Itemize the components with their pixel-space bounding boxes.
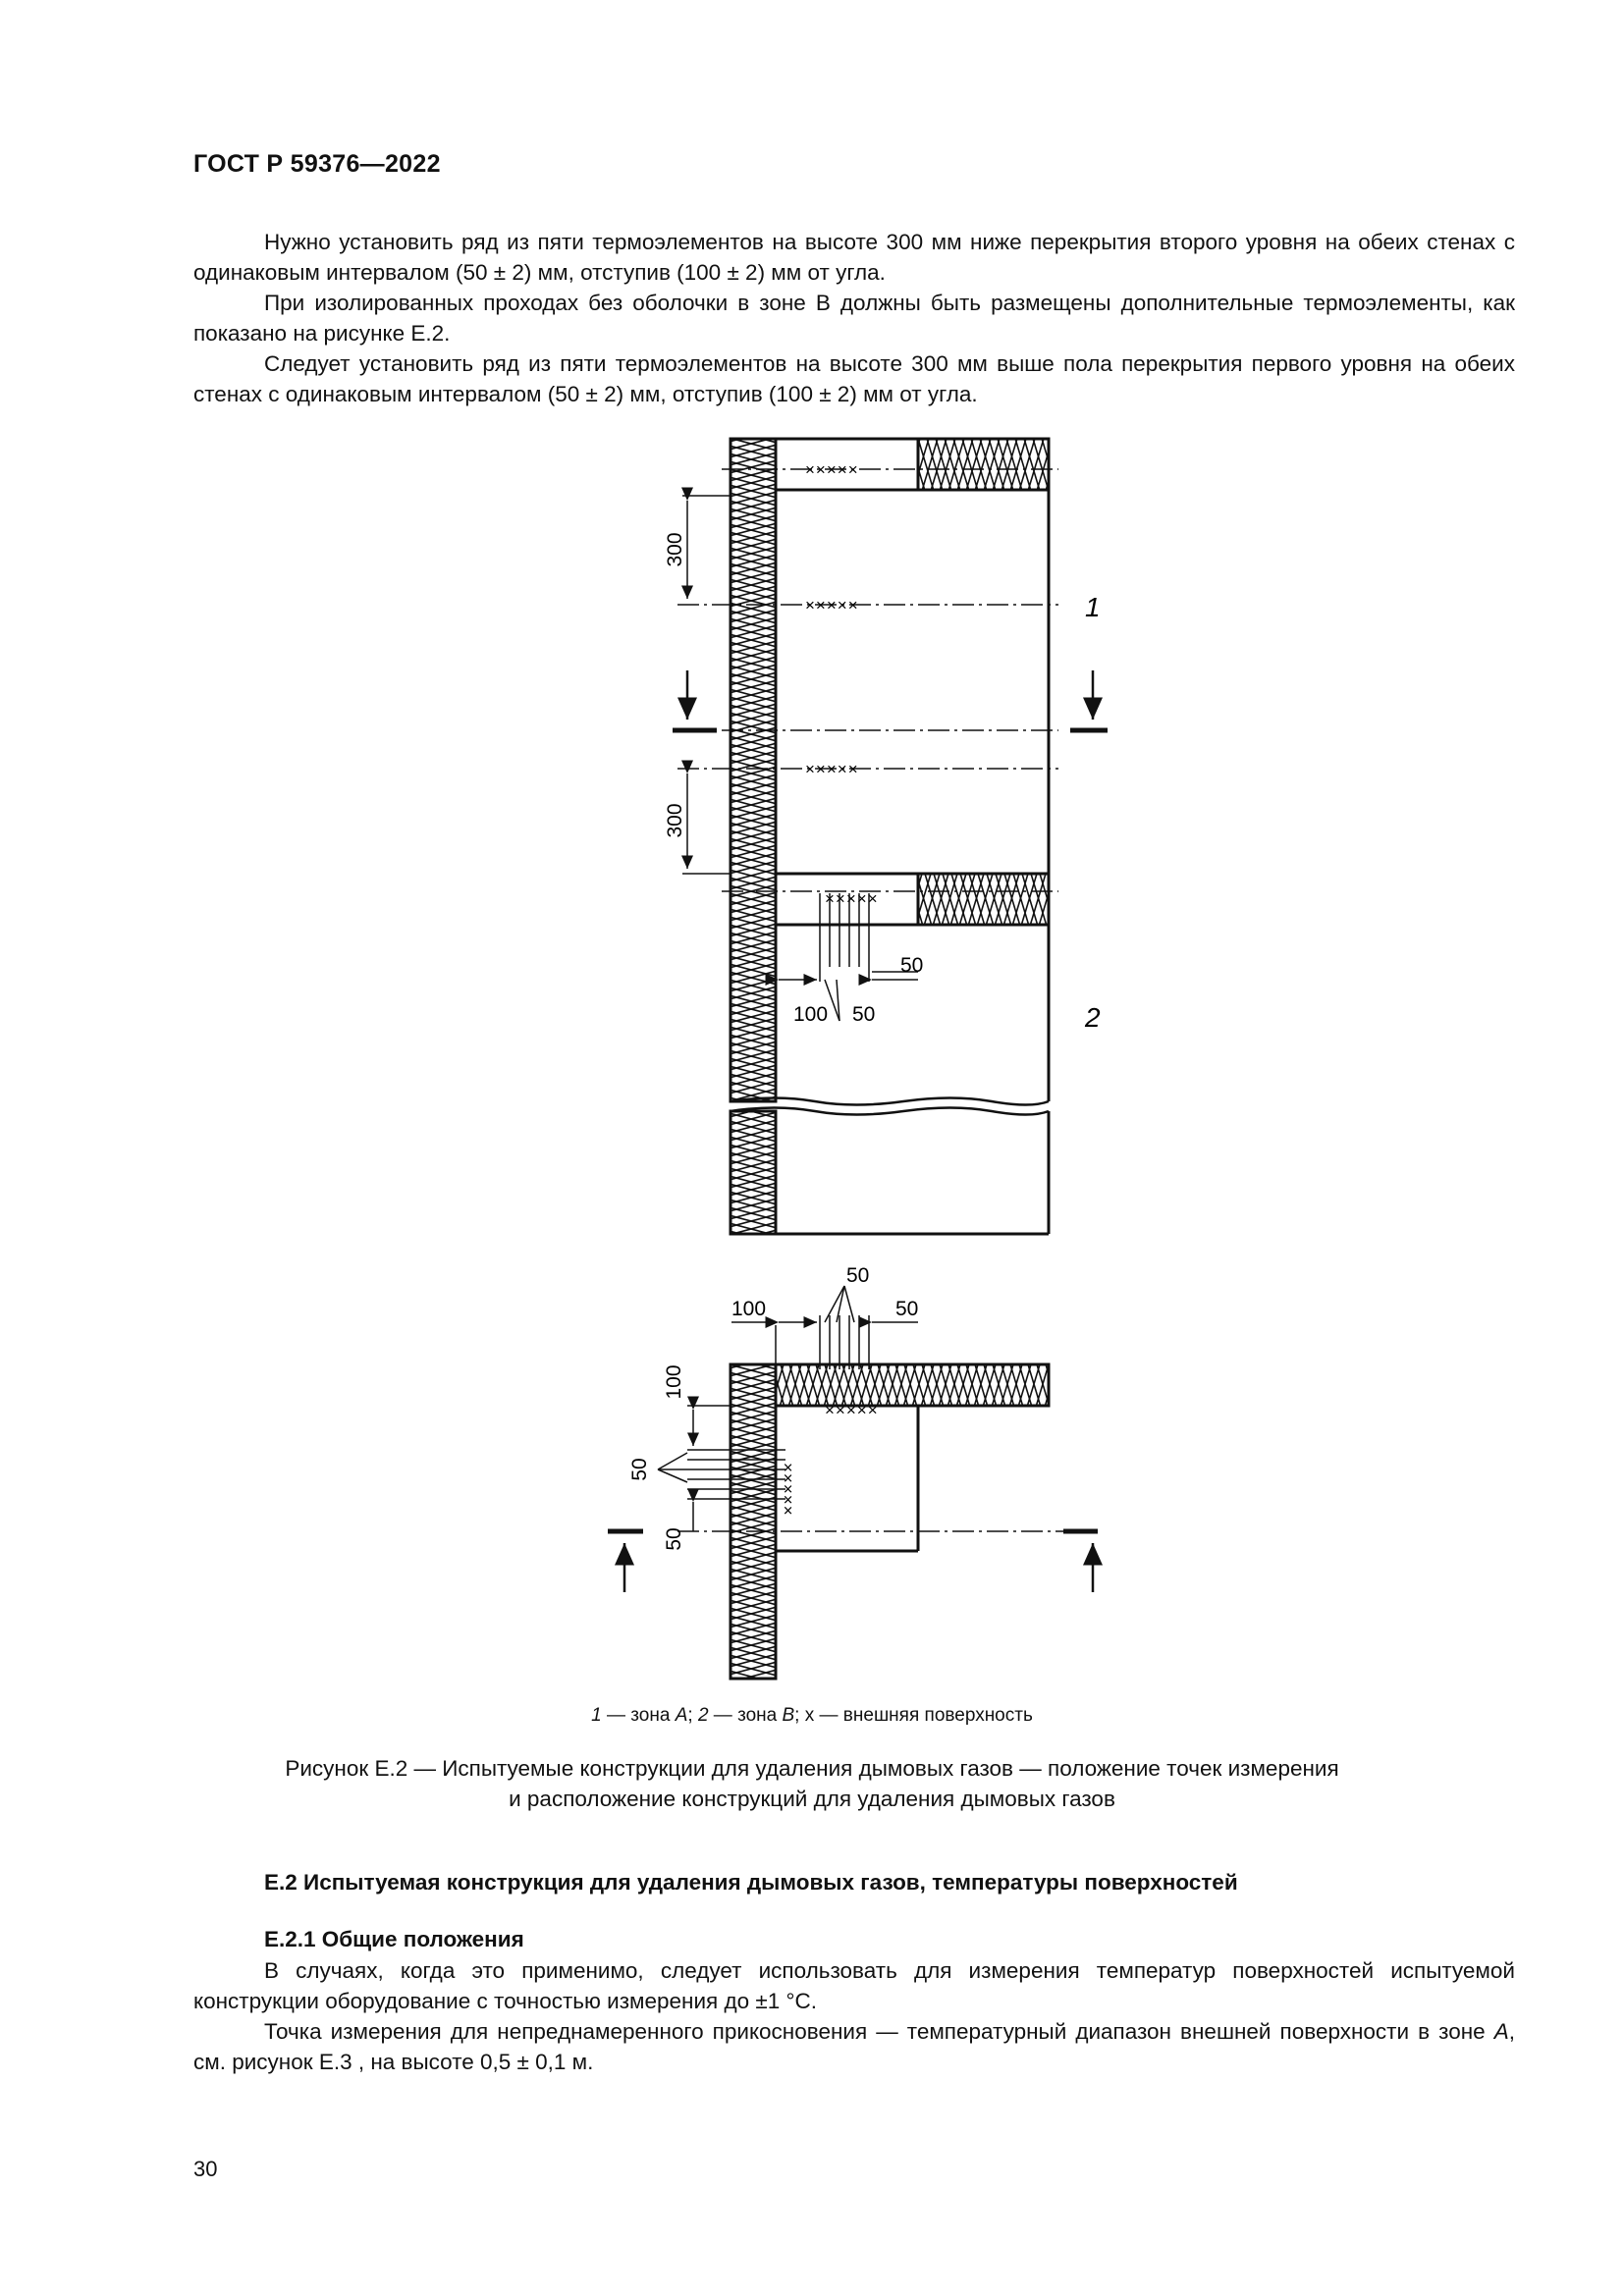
paragraph-5-text-a: Точка измерения для непреднамеренного пр… (264, 2019, 1494, 2044)
paragraph-2: При изолированных проходах без оболочки … (193, 288, 1515, 348)
thermocouple-markers-top: ××××× (805, 460, 859, 479)
plan-view: ××××× ××××× 50 100 50 (608, 1264, 1103, 1681)
legend-text-3: ; х — внешняя поверхность (794, 1705, 1033, 1726)
section-marker-right (1070, 670, 1108, 733)
paragraph-4: В случаях, когда это применимо, следует … (193, 1955, 1515, 2016)
paragraph-4-text: В случаях, когда это применимо, следует … (193, 1958, 1515, 2013)
plan-markers-vertical: ××××× (779, 1463, 797, 1517)
plan-slab-insulation (774, 1362, 1051, 1408)
plan-dimension-50-vertical-a: 50 (628, 1458, 651, 1480)
dimension-100: 100 (793, 1003, 828, 1026)
legend-number-1: 1 (591, 1705, 602, 1726)
legend-number-2: 2 (697, 1705, 709, 1726)
section-heading: Е.2 Испытуемая конструкция для удаления … (264, 1870, 1238, 1895)
zone-2-label: 2 (1084, 1002, 1101, 1033)
legend-text-1: — зона (601, 1705, 676, 1726)
top-slab-insulation (916, 437, 1051, 492)
dimension-300-lower: 300 (664, 803, 686, 837)
figure-caption-line-2: и расположение конструкций для удаления … (509, 1787, 1115, 1811)
plan-wall-insulation (729, 1362, 778, 1681)
figure-caption-line-1: Рисунок Е.2 — Испытуемые конструкции для… (285, 1756, 1339, 1781)
dimension-300-upper: 300 (664, 532, 686, 566)
plan-dimension-50-right: 50 (895, 1298, 918, 1320)
elevation-view: ××××× ××××× ××××× ××××× 300 300 1 2 (664, 437, 1108, 1236)
paragraph-5: Точка измерения для непреднамеренного пр… (193, 2016, 1515, 2077)
middle-slab-insulation (916, 872, 1051, 927)
thermocouple-markers-zone1-lower: ××××× (805, 760, 859, 778)
plan-section-marker-right (1063, 1528, 1103, 1592)
legend-text-2: — зона (708, 1705, 783, 1726)
paragraph-3: Следует установить ряд из пяти термоэлем… (193, 348, 1515, 409)
legend-separator: ; (687, 1705, 698, 1726)
figure-caption: Рисунок Е.2 — Испытуемые конструкции для… (0, 1753, 1624, 1814)
paragraph-1: Нужно установить ряд из пяти термоэлемен… (193, 227, 1515, 288)
dimension-50-a: 50 (852, 1003, 875, 1026)
subsection-heading: Е.2.1 Общие положения (264, 1927, 524, 1951)
paragraph-2-text: При изолированных проходах без оболочки … (193, 291, 1515, 346)
dimension-50-b: 50 (900, 954, 923, 977)
zone-1-label: 1 (1085, 592, 1101, 622)
paragraph-3-text: Следует установить ряд из пяти термоэлем… (193, 351, 1515, 406)
plan-markers-horizontal: ××××× (825, 1401, 879, 1419)
paragraph-5-text-b: , см. рисунок Е.3 , на высоте 0,5 ± 0,1 … (193, 2019, 1515, 2074)
plan-dimension-100-left: 100 (731, 1298, 766, 1320)
plan-section-marker-left (608, 1528, 643, 1592)
plan-dimension-100-vertical: 100 (663, 1364, 685, 1399)
section-marker-left (673, 670, 717, 733)
paragraph-5-zone: A (1493, 2019, 1509, 2044)
thermocouple-markers-zone1-upper: ××××× (805, 596, 859, 614)
legend-zone-a: A (675, 1705, 688, 1726)
paragraph-1-text: Нужно установить ряд из пяти термоэлемен… (193, 230, 1515, 285)
wall-insulation-upper (729, 437, 778, 1103)
page-number: 30 (193, 2157, 218, 2181)
plan-dimension-50-vertical-b: 50 (663, 1527, 685, 1550)
plan-dimension-50-top: 50 (846, 1264, 869, 1287)
wall-insulation-lower (729, 1109, 778, 1236)
legend-zone-b: B (782, 1705, 795, 1726)
document-header: ГОСТ Р 59376—2022 (193, 150, 441, 178)
thermocouple-markers-slab: ××××× (825, 889, 879, 908)
figure-legend: 1 — зона A; 2 — зона B; х — внешняя пове… (0, 1705, 1624, 1727)
